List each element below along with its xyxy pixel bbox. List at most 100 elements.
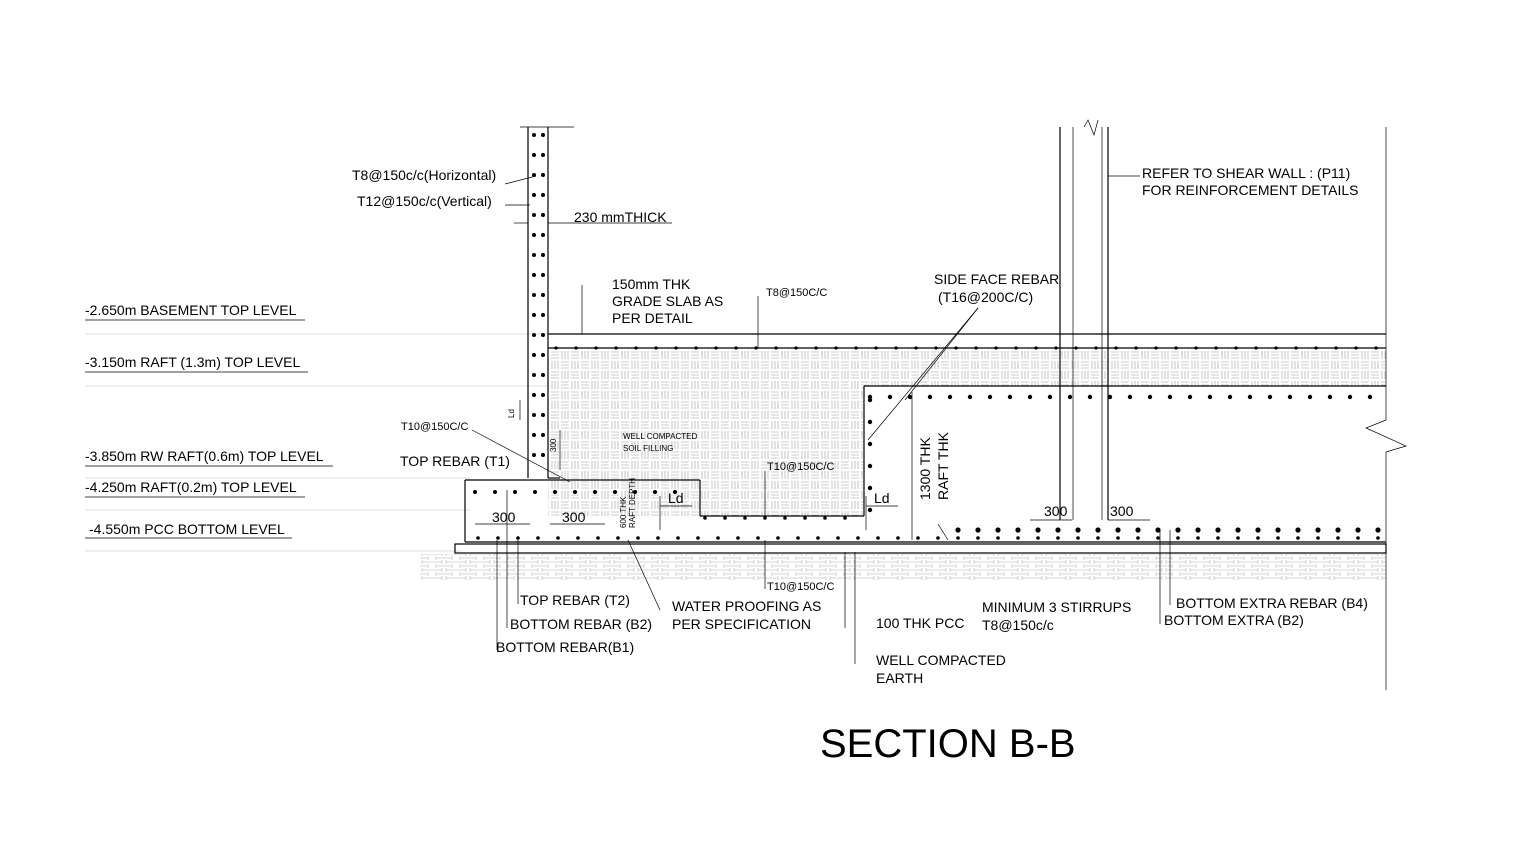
rebar-dot [856,536,860,540]
rebar-dot [1347,394,1353,400]
rebar-dot [867,397,873,403]
earth-hatch [420,554,1386,580]
rebar-dot [1014,346,1018,350]
rebar-dot [1235,527,1241,533]
dim-ld-a: Ld [668,490,684,506]
label-b4: BOTTOM EXTRA REBAR (B4) [1176,595,1368,611]
rebar-dot [1096,536,1100,540]
structure-outlines [454,119,1407,690]
rebar-dot [1335,527,1341,533]
rebar-dot [1154,346,1158,350]
rebar-dot [1047,394,1053,400]
rebar-dot [947,394,953,400]
dim-300-d: 300 [1110,503,1134,519]
rebar-dot [1354,346,1358,350]
label-t10-left: T10@150C/C [401,421,468,433]
rebar-dot [541,233,545,237]
rebar-dot [473,490,477,494]
rebar-dot [1075,527,1081,533]
rebar-dot [876,536,880,540]
rebar-dot [914,346,918,350]
rebar-dot [576,536,580,540]
rebar-dot [1054,346,1058,350]
rebar-dot [1227,394,1233,400]
dim-300-small: 300 [549,438,558,452]
rebar-dot [1187,394,1193,400]
rebar-dot [823,516,827,520]
label-soil-1: WELL COMPACTED [623,432,697,441]
rebar-dot [1207,394,1213,400]
rebar-dot [1196,536,1200,540]
rebar-dot [754,346,758,350]
label-wp-1: WATER PROOFING AS [672,598,821,614]
rebar-dot [1036,536,1040,540]
rebar-dot [874,346,878,350]
rebar-dot [814,346,818,350]
rebar-dot [723,516,727,520]
rebar-dot [1334,346,1338,350]
rebar-dot [541,293,545,297]
rebar-dot [1116,536,1120,540]
rebar-dot [696,536,700,540]
rebar-dot [936,536,940,540]
dim-ld-small: Ld [507,409,516,418]
rebar-dot [774,346,778,350]
rebar-dot [541,133,545,137]
rebar-dot [636,536,640,540]
rebar-dot [1307,394,1313,400]
label-top-rebar-t1: TOP REBAR (T1) [400,453,510,469]
rebar-dot [574,346,578,350]
rebar-dot [987,394,993,400]
rebar-dot [1147,394,1153,400]
rebar-dot [1175,527,1181,533]
dim-300-b: 300 [562,509,586,525]
rebar-dot [1315,527,1321,533]
label-soil-2: SOIL FILLING [623,444,673,453]
rebar-dot [1215,527,1221,533]
rebar-dot [513,490,517,494]
rebar-dot [1174,346,1178,350]
rebar-dot [676,536,680,540]
label-slab-3: PER DETAIL [612,310,693,326]
label-pcc: 100 THK PCC [876,615,964,631]
level-pcc-bottom: -4.550m PCC BOTTOM LEVEL [89,521,285,537]
rebar-dot [854,346,858,350]
section-title: SECTION B-B [820,722,1076,766]
rebar-dot [776,536,780,540]
level-raft-1-3-top: -3.150m RAFT (1.3m) TOP LEVEL [85,354,300,370]
label-stirrups-1: MINIMUM 3 STIRRUPS [982,599,1131,615]
rebar-dot [1195,527,1201,533]
rebar-dot [1127,394,1133,400]
rebar-dot [532,393,536,397]
rebar-dot [532,433,536,437]
label-slab-2: GRADE SLAB AS [612,293,723,309]
rebar-dot [553,490,557,494]
rebar-dot [955,527,961,533]
rebar-dot [532,453,536,457]
rebar-dot [843,516,847,520]
rebar-dot [1176,536,1180,540]
label-side-face-1: SIDE FACE REBAR [934,271,1059,287]
rebar-dots [473,133,1381,540]
rebar-dot [532,333,536,337]
rebar-dot [896,536,900,540]
rebar-dot [1107,394,1113,400]
rebar-dot [954,346,958,350]
dim-ld-b: Ld [874,490,890,506]
rebar-dot [1314,346,1318,350]
rebar-dot [916,536,920,540]
rebar-dot [1095,527,1101,533]
rebar-dot [756,536,760,540]
rebar-dot [532,273,536,277]
rebar-dot [1296,536,1300,540]
label-raft-depth-2: RAFT DEPTH [628,478,637,528]
rebar-dot [1374,346,1378,350]
rebar-dot [653,490,657,494]
label-shear-1: REFER TO SHEAR WALL : (P11) [1142,165,1350,181]
rebar-dot [867,441,873,447]
rebar-dot [934,346,938,350]
rebar-dot [867,507,873,513]
rebar-dot [1276,536,1280,540]
leaders [471,175,1171,664]
rebar-dot [1074,346,1078,350]
